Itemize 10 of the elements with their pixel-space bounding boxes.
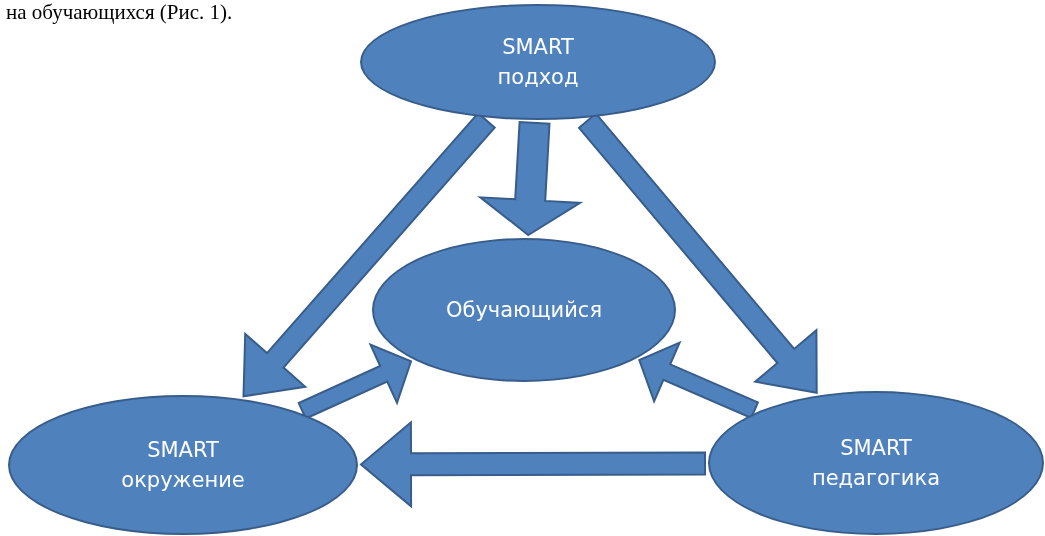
- ellipse-node: [708, 391, 1044, 535]
- block-arrow: [359, 420, 706, 509]
- text-fragment: на обучающихся (Рис. 1).: [6, 0, 233, 25]
- node-label: Обучающийся: [445, 296, 603, 324]
- block-arrow: [638, 340, 760, 420]
- node-label: SMART подход: [496, 33, 580, 91]
- node-label: SMART педагогика: [810, 434, 942, 492]
- block-arrow: [297, 342, 413, 420]
- block-arrow: [477, 121, 584, 237]
- node-label: SMART окружение: [120, 436, 246, 494]
